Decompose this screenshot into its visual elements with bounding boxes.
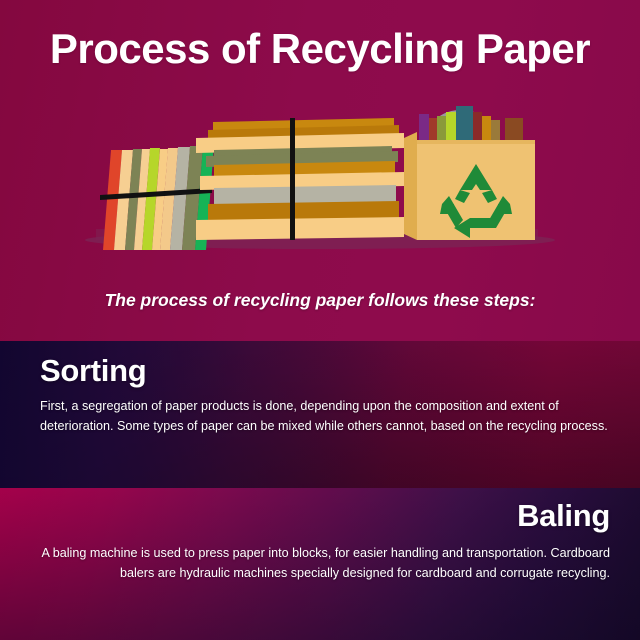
background-band-middle (0, 341, 640, 488)
step-baling-body: A baling machine is used to press paper … (41, 545, 610, 581)
step-sorting: Sorting First, a segregation of paper pr… (40, 353, 610, 437)
recycling-paper-illustration (0, 92, 640, 252)
recycle-icon (440, 164, 512, 238)
paper-shopping-bag (404, 106, 535, 240)
flat-paper-stack (196, 118, 404, 240)
step-baling-heading: Baling (517, 498, 610, 533)
leaning-books-stack (100, 145, 214, 250)
step-baling: Baling A baling machine is used to press… (30, 498, 611, 584)
page-title: Process of Recycling Paper (49, 25, 591, 72)
step-sorting-body: First, a segregation of paper products i… (40, 398, 608, 434)
books-in-bag (419, 106, 523, 150)
subtitle: The process of recycling paper follows t… (104, 290, 536, 310)
background-band-bottom (0, 488, 640, 640)
step-sorting-heading: Sorting (40, 353, 147, 388)
